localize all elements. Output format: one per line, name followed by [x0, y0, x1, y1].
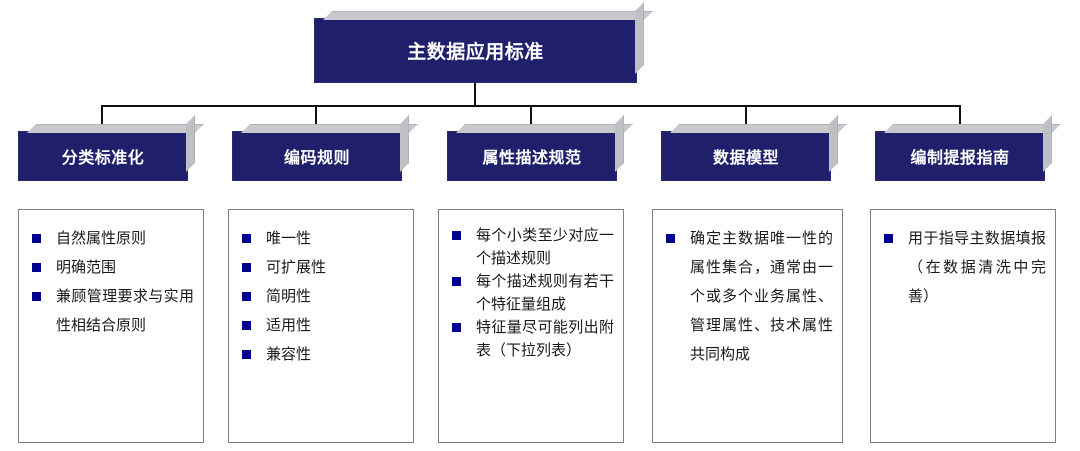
- square-bullet-icon: [452, 231, 461, 240]
- square-bullet-icon: [242, 321, 251, 330]
- header-node-reporting-guide[interactable]: 编制提报指南: [875, 115, 1061, 181]
- box-shadow-right: [1043, 115, 1052, 172]
- content-panel-data-model: 确定主数据唯一性的属性集合，通常由一个或多个业务属性、管理属性、技术属性共同构成: [652, 209, 843, 443]
- square-bullet-icon: [242, 263, 251, 272]
- list-item-text: 明确范围: [56, 258, 117, 276]
- content-panel-reporting-guide: 用于指导主数据填报（在数据清洗中完善）: [870, 209, 1056, 443]
- list-item-text: 简明性: [266, 287, 312, 305]
- content-panel-classification: 自然属性原则 明确范围 兼顾管理要求与实用性相结合原则: [18, 209, 204, 443]
- list-item-text: 确定主数据唯一性的属性集合，通常由一个或多个业务属性、管理属性、技术属性共同构成: [690, 229, 833, 363]
- list-item: 每个小类至少对应一个描述规则: [448, 224, 614, 270]
- header-label: 编码规则: [283, 148, 350, 167]
- content-panel-coding-rules: 唯一性 可扩展性 简明性 适用性 兼容性: [228, 209, 414, 443]
- root-node-label: 主数据应用标准: [407, 41, 544, 63]
- header-label: 分类标准化: [61, 148, 145, 167]
- list-item-text: 用于指导主数据填报（在数据清洗中完善）: [908, 229, 1046, 305]
- content-panel-attribute-spec: 每个小类至少对应一个描述规则 每个描述规则有若干个特征量组成 特征量尽可能列出附…: [438, 209, 624, 443]
- list-item: 每个描述规则有若干个特征量组成: [448, 270, 614, 316]
- list-item: 明确范围: [28, 253, 194, 282]
- square-bullet-icon: [32, 263, 41, 272]
- square-bullet-icon: [452, 323, 461, 332]
- header-node-attribute-spec[interactable]: 属性描述规范: [447, 115, 633, 181]
- list-item-text: 特征量尽可能列出附表（下拉列表）: [476, 318, 614, 359]
- connector-drop-4: [745, 105, 747, 132]
- box-shadow-right: [615, 115, 624, 172]
- square-bullet-icon: [666, 234, 675, 243]
- list-item: 兼容性: [238, 340, 404, 369]
- bullet-list: 用于指导主数据填报（在数据清洗中完善）: [880, 224, 1046, 311]
- bullet-list: 确定主数据唯一性的属性集合，通常由一个或多个业务属性、管理属性、技术属性共同构成: [662, 224, 833, 369]
- header-label: 编制提报指南: [910, 148, 1010, 167]
- connector-drop-3: [530, 105, 532, 132]
- header-label: 属性描述规范: [482, 148, 582, 167]
- list-item-text: 兼顾管理要求与实用性相结合原则: [56, 287, 194, 334]
- list-item: 确定主数据唯一性的属性集合，通常由一个或多个业务属性、管理属性、技术属性共同构成: [662, 224, 833, 369]
- list-item: 用于指导主数据填报（在数据清洗中完善）: [880, 224, 1046, 311]
- list-item: 可扩展性: [238, 253, 404, 282]
- list-item-text: 唯一性: [266, 229, 312, 247]
- list-item: 特征量尽可能列出附表（下拉列表）: [448, 316, 614, 362]
- connector-root-stem: [474, 83, 476, 107]
- list-item-text: 自然属性原则: [56, 229, 147, 247]
- square-bullet-icon: [32, 292, 41, 301]
- list-item: 简明性: [238, 282, 404, 311]
- bullet-list: 唯一性 可扩展性 简明性 适用性 兼容性: [238, 224, 404, 369]
- square-bullet-icon: [32, 234, 41, 243]
- list-item-text: 适用性: [266, 316, 312, 334]
- header-node-data-model[interactable]: 数据模型: [661, 115, 847, 181]
- box-shadow-right: [829, 115, 838, 172]
- square-bullet-icon: [242, 350, 251, 359]
- list-item: 自然属性原则: [28, 224, 194, 253]
- square-bullet-icon: [242, 234, 251, 243]
- connector-drop-1: [101, 105, 103, 132]
- list-item-text: 每个描述规则有若干个特征量组成: [476, 272, 614, 313]
- box-shadow-right: [400, 115, 409, 172]
- header-label: 数据模型: [712, 148, 779, 167]
- square-bullet-icon: [452, 277, 461, 286]
- box-shadow-right: [635, 2, 644, 74]
- list-item: 唯一性: [238, 224, 404, 253]
- bullet-list: 自然属性原则 明确范围 兼顾管理要求与实用性相结合原则: [28, 224, 194, 340]
- bullet-list: 每个小类至少对应一个描述规则 每个描述规则有若干个特征量组成 特征量尽可能列出附…: [448, 224, 614, 362]
- list-item-text: 每个小类至少对应一个描述规则: [476, 226, 614, 267]
- list-item-text: 兼容性: [266, 345, 312, 363]
- list-item: 兼顾管理要求与实用性相结合原则: [28, 282, 194, 340]
- square-bullet-icon: [884, 234, 893, 243]
- header-node-coding-rules[interactable]: 编码规则: [232, 115, 418, 181]
- list-item-text: 可扩展性: [266, 258, 327, 276]
- box-shadow-right: [186, 115, 195, 172]
- list-item: 适用性: [238, 311, 404, 340]
- square-bullet-icon: [242, 292, 251, 301]
- root-node-main-standard[interactable]: 主数据应用标准: [314, 2, 653, 83]
- connector-drop-5: [959, 105, 961, 132]
- connector-drop-2: [315, 105, 317, 132]
- header-node-classification[interactable]: 分类标准化: [18, 115, 204, 181]
